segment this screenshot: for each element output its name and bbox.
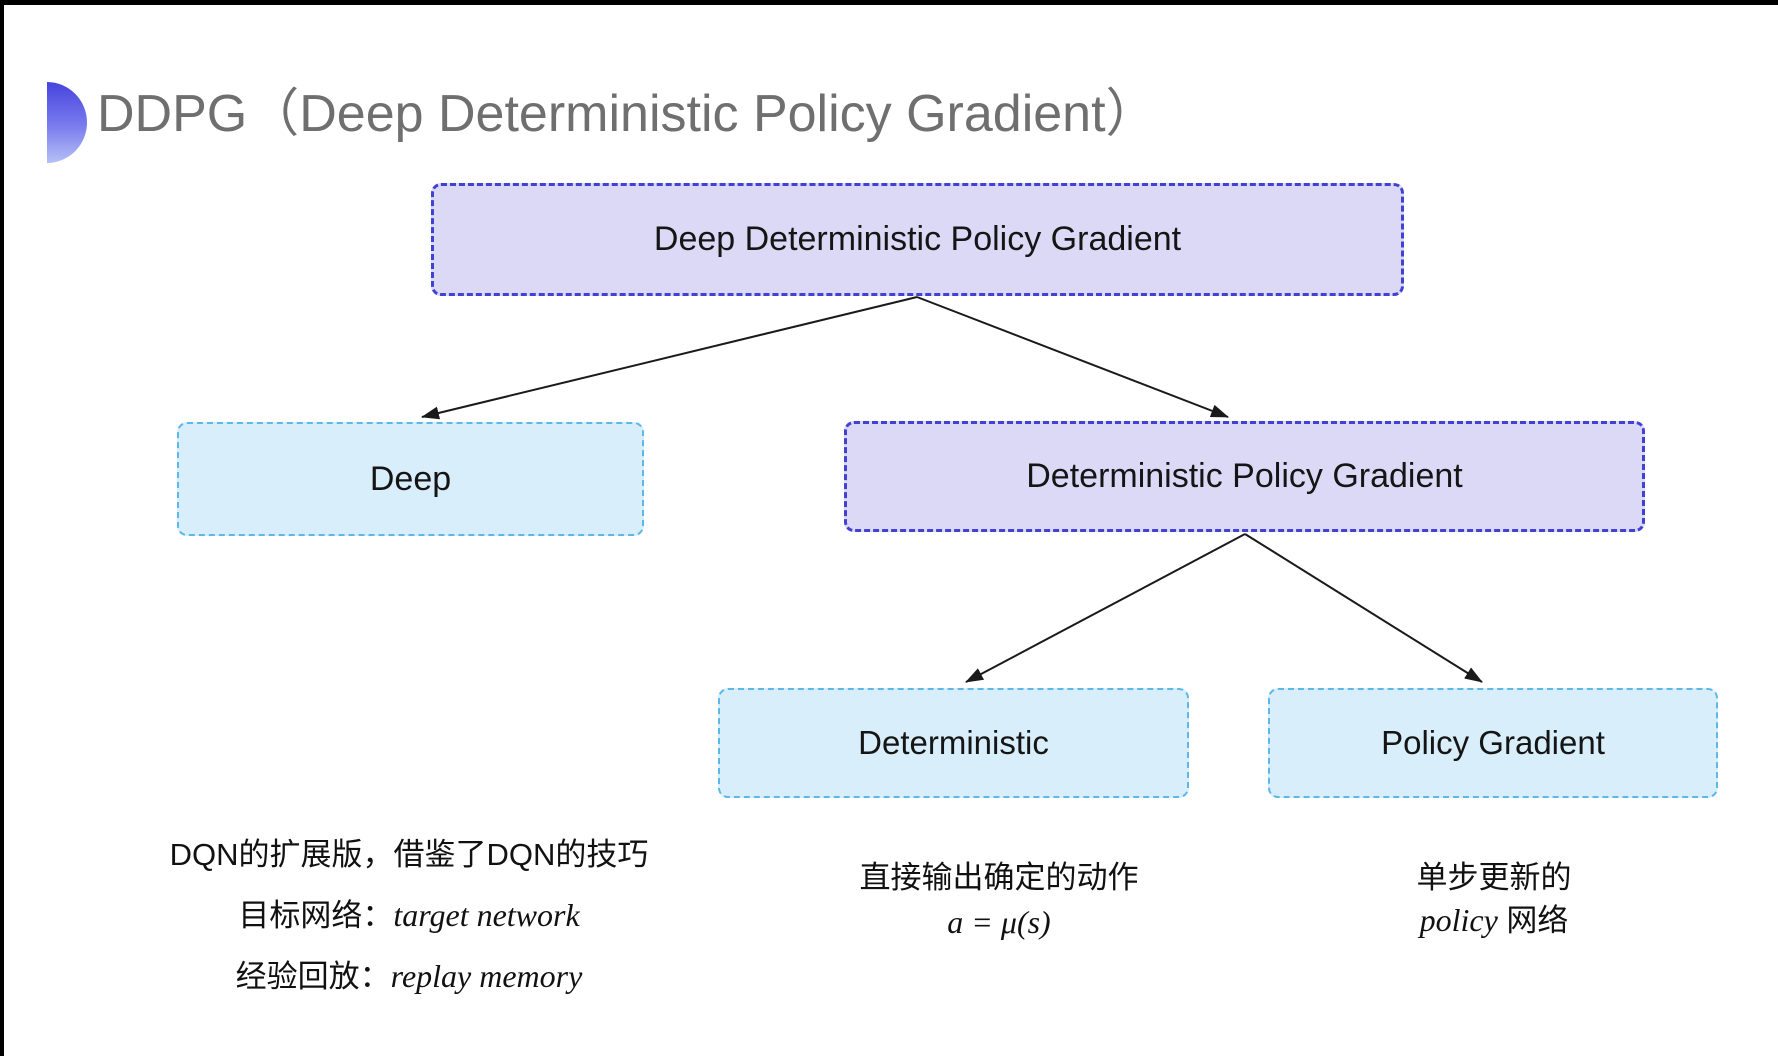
accent-semicircle-icon <box>47 82 87 163</box>
node-policy-gradient-label: Policy Gradient <box>1381 724 1605 761</box>
arrow-dpg-to-deterministic <box>965 533 1246 683</box>
note-deep-target-label: 目标网络： <box>238 898 394 933</box>
note-policy-gradient-line2: policy 网络 <box>1420 902 1569 939</box>
arrow-root-to-deep <box>421 296 918 420</box>
note-deep-line1: DQN的扩展版，借鉴了DQN的技巧 <box>169 837 649 872</box>
node-deterministic-policy-gradient: Deterministic Policy Gradient <box>844 421 1645 532</box>
note-deep-target-term: target network <box>393 897 580 933</box>
note-deep-line2: 目标网络：target network <box>238 897 579 934</box>
node-deterministic: Deterministic <box>718 688 1189 798</box>
node-dpg-label: Deterministic Policy Gradient <box>1026 457 1463 495</box>
node-root-label: Deep Deterministic Policy Gradient <box>653 220 1182 258</box>
note-deep: DQN的扩展版，借鉴了DQN的技巧 目标网络：target network 经验… <box>114 837 704 995</box>
arrow-dpg-to-policy-gradient <box>1244 533 1483 683</box>
node-root: Deep Deterministic Policy Gradient <box>431 183 1404 296</box>
note-deep-replay-label: 经验回放： <box>235 959 391 994</box>
note-deterministic-line1: 直接输出确定的动作 <box>859 860 1139 895</box>
note-deterministic: 直接输出确定的动作 a = μ(s) <box>821 860 1177 940</box>
node-deterministic-label: Deterministic <box>858 724 1049 761</box>
node-deep-label: Deep <box>369 459 452 498</box>
slide-title: DDPG（Deep Deterministic Policy Gradient） <box>97 85 1158 143</box>
note-deep-line3: 经验回放：replay memory <box>236 958 583 995</box>
note-policy-gradient-line1: 单步更新的 <box>1416 860 1572 895</box>
note-deterministic-formula: a = μ(s) <box>947 904 1051 940</box>
arrow-root-to-dpg <box>916 296 1229 418</box>
node-deep: Deep <box>177 422 644 536</box>
note-policy-gradient-suffix: 网络 <box>1497 903 1569 938</box>
note-deep-replay-term: replay memory <box>390 958 583 994</box>
note-policy-gradient-term: policy <box>1419 902 1498 938</box>
node-policy-gradient: Policy Gradient <box>1268 688 1718 798</box>
note-policy-gradient: 单步更新的 policy 网络 <box>1344 860 1644 939</box>
